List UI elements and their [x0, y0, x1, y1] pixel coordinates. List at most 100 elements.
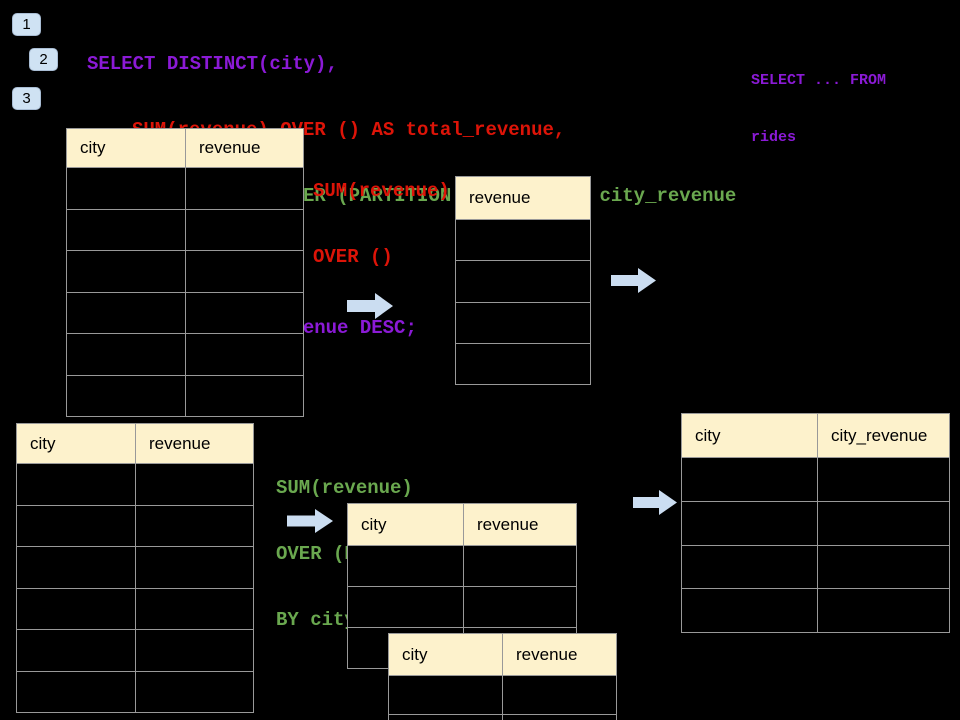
source-table-top: city revenue [66, 128, 304, 417]
empty-cell [67, 334, 185, 375]
side-note-line-1: SELECT ... FROM [751, 72, 887, 89]
step-badge-1: 1 [12, 13, 41, 36]
empty-cell [185, 375, 303, 416]
column-header-revenue: revenue [463, 504, 576, 545]
table-row [67, 251, 303, 293]
table-body [389, 676, 616, 720]
right-arrow-icon [347, 293, 393, 319]
table-row [17, 464, 253, 506]
empty-cell [17, 547, 135, 588]
column-header-city: city [695, 425, 721, 445]
empty-cell [17, 464, 135, 505]
column-header-revenue: revenue [502, 634, 616, 675]
empty-cell [456, 220, 590, 260]
empty-cell [463, 587, 576, 627]
empty-cell [135, 547, 253, 588]
table-row [67, 334, 303, 376]
empty-cell [682, 458, 817, 501]
result-table: city city_revenue [681, 413, 950, 633]
empty-cell [348, 546, 463, 586]
table-row [682, 501, 949, 546]
table-row [682, 589, 949, 632]
table-row [456, 261, 590, 303]
empty-cell [456, 261, 590, 301]
empty-cell [682, 546, 817, 589]
table-body [682, 458, 949, 632]
table-header-row: city city_revenue [682, 414, 949, 458]
empty-cell [67, 168, 185, 209]
column-header-city: city [402, 644, 428, 664]
empty-cell [185, 334, 303, 375]
table-row [17, 671, 253, 713]
annotation-partition-line-1: SUM(revenue) [276, 477, 413, 499]
empty-cell [135, 505, 253, 546]
table-header-row: city revenue [67, 129, 303, 168]
empty-cell [135, 671, 253, 712]
step-badge-2: 2 [29, 48, 58, 71]
table-row [456, 303, 590, 344]
empty-cell [682, 589, 817, 632]
empty-cell [817, 458, 949, 501]
table-row [348, 546, 576, 587]
right-arrow-icon [611, 268, 656, 293]
table-row [682, 458, 949, 502]
empty-cell [456, 344, 590, 384]
column-header-city: city [80, 138, 106, 157]
table-row [67, 168, 303, 210]
empty-cell [67, 376, 185, 417]
right-arrow-icon [633, 490, 677, 515]
column-header-city: city [361, 514, 387, 534]
empty-cell [67, 210, 185, 251]
table-row [456, 344, 590, 384]
empty-cell [17, 672, 135, 713]
table-row [17, 547, 253, 589]
empty-cell [67, 293, 185, 334]
table-row [67, 292, 303, 334]
total-revenue-table: revenue [455, 176, 591, 385]
empty-cell [135, 588, 253, 629]
side-note-line-2: rides [751, 129, 797, 146]
right-arrow-icon [287, 509, 333, 533]
table-row [17, 588, 253, 630]
empty-cell [502, 676, 616, 714]
empty-cell [185, 209, 303, 250]
empty-cell [682, 502, 817, 545]
step-badge-1-label: 1 [22, 16, 31, 33]
table-row [456, 220, 590, 262]
empty-cell [185, 168, 303, 209]
table-row [17, 630, 253, 672]
empty-cell [135, 630, 253, 671]
table-row [67, 375, 303, 417]
table-row [389, 715, 616, 720]
empty-cell [817, 501, 949, 545]
annotation-over-total: SUM(revenue) OVER () [313, 136, 450, 312]
empty-cell [17, 589, 135, 630]
step-badge-3-label: 3 [22, 90, 31, 107]
table-header-row: revenue [456, 177, 590, 220]
column-header-revenue: revenue [469, 188, 531, 207]
annotation-total-line-2: OVER () [313, 246, 393, 268]
table-body [17, 464, 253, 712]
table-header-row: city revenue [348, 504, 576, 546]
table-body [67, 168, 303, 416]
empty-cell [463, 546, 576, 586]
table-row [17, 505, 253, 547]
empty-cell [817, 589, 949, 632]
column-header-revenue: revenue [135, 424, 253, 463]
empty-cell [389, 715, 502, 720]
column-header-revenue: revenue [185, 129, 303, 167]
partitioned-table-front: city revenue [388, 633, 617, 720]
side-note: SELECT ... FROM rides [751, 33, 886, 185]
table-header-row: city revenue [389, 634, 616, 676]
column-header-city-revenue: city_revenue [817, 414, 949, 457]
empty-cell [817, 545, 949, 589]
empty-cell [17, 506, 135, 547]
empty-cell [185, 292, 303, 333]
table-header-row: city revenue [17, 424, 253, 464]
annotation-total-line-1: SUM(revenue) [313, 180, 450, 202]
sql-line-select: SELECT DISTINCT(city), [87, 53, 338, 75]
table-row [389, 676, 616, 715]
empty-cell [17, 630, 135, 671]
empty-cell [67, 251, 185, 292]
